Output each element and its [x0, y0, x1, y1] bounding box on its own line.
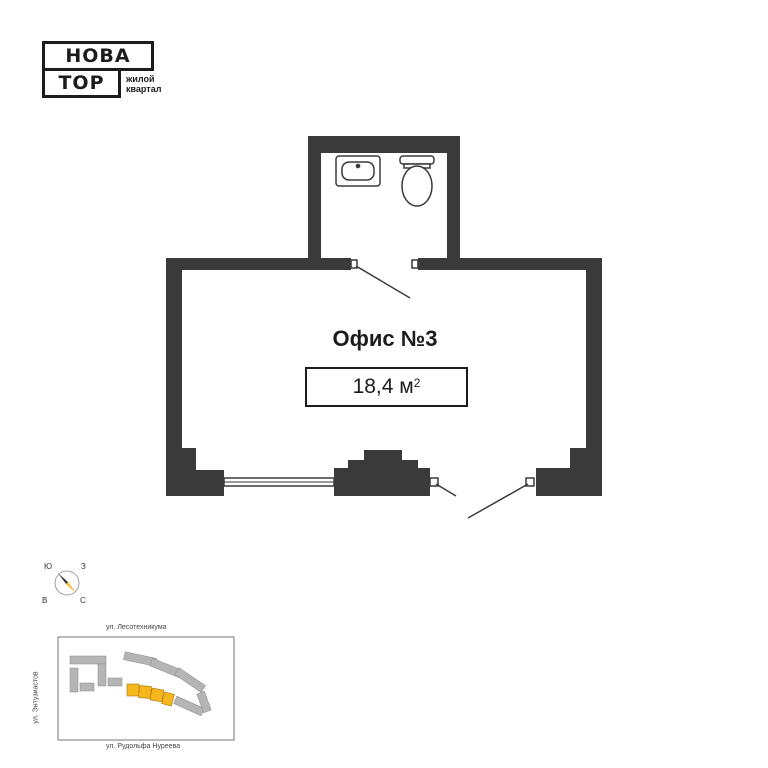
- building: [174, 667, 206, 693]
- compass-south-label: В: [42, 596, 48, 605]
- wall: [536, 448, 602, 496]
- building: [97, 663, 107, 687]
- wall: [166, 258, 351, 270]
- compass-east-label: С: [80, 596, 86, 605]
- building: [196, 690, 212, 714]
- door-hinge: [350, 259, 358, 269]
- wall: [447, 136, 460, 269]
- compass-needle-icon: [54, 570, 80, 596]
- street-left-label: ул. Энтузиастов: [32, 671, 40, 724]
- entry-door: [467, 483, 529, 519]
- pillar: [334, 450, 430, 496]
- area-value: 18,4 м: [352, 375, 414, 398]
- wall: [166, 448, 224, 496]
- door-hinge: [525, 477, 535, 487]
- wall: [308, 136, 460, 153]
- wall: [308, 136, 321, 269]
- toilet-icon: [399, 155, 435, 207]
- highlighted-building: [126, 683, 175, 707]
- door-hinge: [411, 259, 419, 269]
- highlighted-section: [149, 687, 165, 703]
- window: [223, 477, 335, 487]
- street-top-label: ул. Лесотехникума: [106, 624, 167, 631]
- bathroom-door: [355, 265, 411, 299]
- doors: [350, 259, 535, 519]
- buildings: [69, 651, 212, 717]
- compass-west-label: Ю: [44, 562, 53, 571]
- room-title: Офис №3: [332, 326, 438, 351]
- site-border: [57, 636, 235, 741]
- building: [173, 695, 205, 717]
- sink-icon: [335, 155, 381, 187]
- highlighted-section: [138, 685, 152, 699]
- door-hinge: [429, 477, 439, 487]
- wall: [166, 258, 182, 496]
- door-leaf: [435, 483, 457, 497]
- highlighted-section: [126, 683, 140, 697]
- wall: [418, 258, 602, 270]
- building: [69, 655, 107, 665]
- walls: [166, 136, 602, 496]
- logo-word-2: ТОР: [42, 68, 121, 98]
- street-bottom-label: ул. Рудольфа Нуреева: [106, 743, 181, 750]
- area-unit-power: 2: [413, 376, 421, 390]
- building: [107, 677, 123, 687]
- building: [79, 682, 95, 692]
- logo-subtitle: жилой квартал: [126, 74, 162, 94]
- highlighted-section: [161, 691, 175, 707]
- wall: [586, 258, 602, 496]
- compass-north-label: З: [81, 562, 86, 571]
- building: [69, 667, 79, 693]
- compass: Ю З В С: [38, 558, 98, 608]
